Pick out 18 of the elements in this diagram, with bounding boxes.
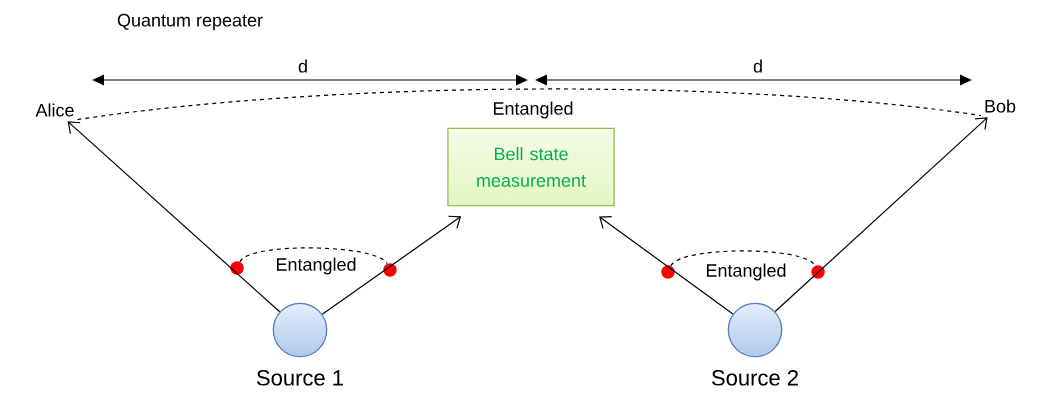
arrow (599, 216, 734, 315)
arrow (321, 215, 462, 315)
arrow (774, 117, 988, 313)
entanglement-arc (670, 250, 816, 267)
endpoint-label: Bob (985, 99, 1016, 113)
edge-label: Entangled (491, 100, 575, 120)
text-label: d (298, 59, 307, 73)
edge-label: Entangled (704, 262, 788, 282)
text-label: Quantum repeater (117, 13, 263, 31)
node-label: Source 1 (256, 370, 343, 386)
entanglement-arc (239, 247, 388, 265)
edge-label: Entangled (274, 256, 358, 276)
arrow (67, 121, 281, 313)
process-box: Bell state measurement (447, 127, 615, 207)
endpoint-label: Alice (35, 103, 74, 117)
node-label: Source 2 (711, 370, 798, 386)
text-label: d (753, 59, 762, 73)
entanglement-arc (76, 88, 982, 121)
